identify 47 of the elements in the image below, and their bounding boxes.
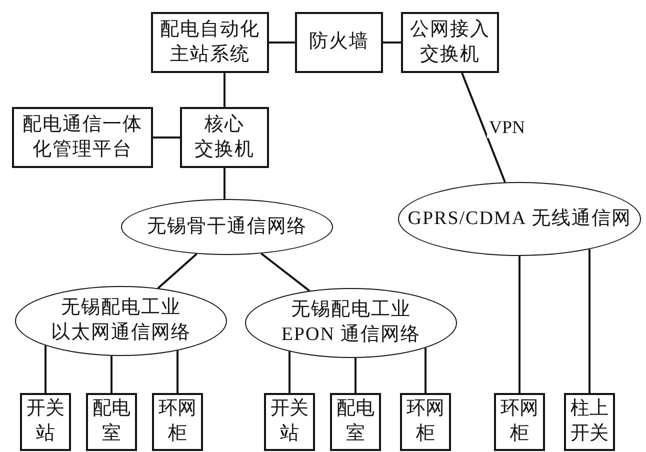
- node-text: 柱上开关: [570, 397, 608, 446]
- connector-line: [383, 42, 401, 44]
- device-box: [400, 393, 451, 451]
- device-box: [330, 393, 381, 451]
- system-box: [401, 12, 499, 73]
- node-text: 环网柜: [500, 397, 538, 446]
- connector-line: [44, 346, 46, 393]
- node-text: 配电通信一体化管理平台: [22, 112, 142, 162]
- node-text: 配电自动化主站系统: [160, 18, 260, 66]
- node-text: 配电室: [336, 397, 374, 446]
- system-box: [12, 107, 153, 168]
- connector-line: [269, 42, 295, 44]
- node-text: GPRS/CDMA 无线通信网: [408, 206, 632, 231]
- device-box: [564, 393, 615, 451]
- node-text: 公网接入交换机: [410, 18, 490, 66]
- connector-line: [153, 136, 180, 138]
- connector-line: [588, 249, 590, 393]
- connector-line: [176, 350, 178, 393]
- connector-line: [288, 352, 290, 393]
- connector-line: [224, 73, 226, 107]
- device-box: [152, 393, 203, 451]
- connector-line: [518, 256, 520, 393]
- connector-line: [110, 356, 112, 393]
- system-box: [295, 12, 383, 73]
- node-text: 环网柜: [406, 397, 444, 446]
- edge-label: VPN: [487, 118, 528, 138]
- device-box: [20, 393, 71, 451]
- device-box: [86, 393, 137, 451]
- system-box: [151, 12, 269, 73]
- node-text: 无锡配电工业EPON 通信网络: [281, 298, 421, 347]
- node-text: 开关站: [26, 397, 64, 446]
- node-text: 无锡骨干通信网络: [147, 214, 307, 239]
- node-text: 无锡配电工业以太网通信网络: [51, 296, 191, 345]
- connector-line: [461, 72, 506, 183]
- connector-line: [354, 358, 356, 393]
- system-box: [180, 107, 269, 168]
- connector-line: [424, 348, 426, 393]
- device-box: [494, 393, 545, 451]
- node-text: 开关站: [270, 397, 308, 446]
- connector-line: [260, 252, 310, 292]
- node-text: 防火墙: [309, 30, 369, 54]
- connector-line: [224, 168, 226, 199]
- device-box: [264, 393, 315, 451]
- node-text: 环网柜: [158, 397, 196, 446]
- node-text: 配电室: [92, 397, 130, 446]
- connector-line: [157, 253, 198, 289]
- node-text: 核心交换机: [194, 112, 254, 162]
